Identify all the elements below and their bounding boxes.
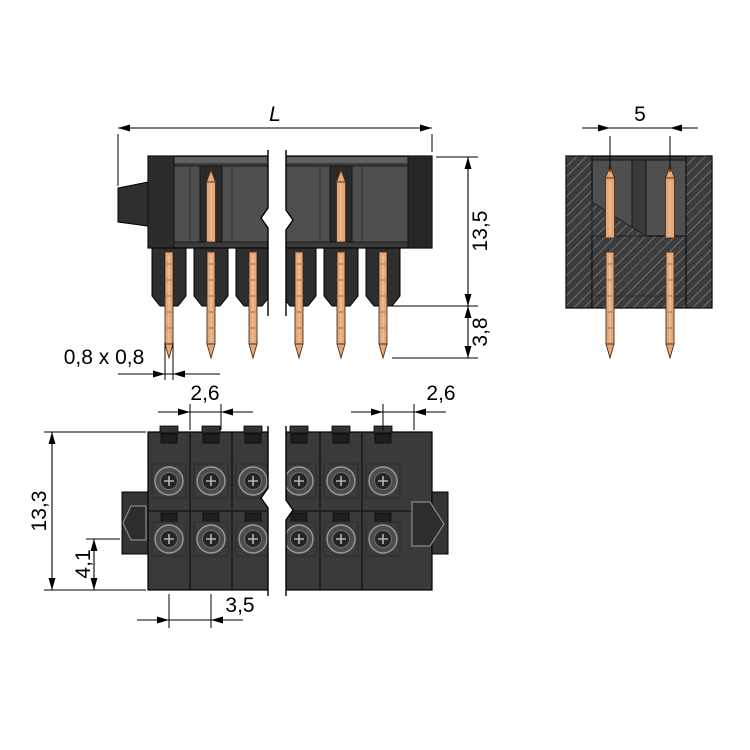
dim-label-offset-right: 2,6 [426, 382, 455, 405]
front-latch [117, 181, 149, 227]
side-upper-pin [664, 165, 676, 239]
dim-label-pin-cross-section: 0,8 x 0,8 [64, 346, 145, 369]
dimension-offset-right: 2,6 [351, 382, 456, 430]
dimension-bottom-height: 13,3 [28, 431, 146, 591]
side-solder-pin [605, 251, 615, 359]
bottom-right-latch-detail [411, 501, 445, 547]
dim-label-housing-height: 13,5 [469, 211, 492, 252]
dimension-contact-spacing: 5 [582, 103, 698, 172]
front-cavity [157, 165, 425, 243]
front-cavity-dividers [189, 166, 363, 242]
front-right-block [407, 155, 433, 249]
side-view [565, 155, 713, 359]
bottom-break-mark [260, 426, 294, 596]
dimension-housing-height: 13,5 [392, 156, 492, 307]
front-upper-pin [335, 169, 347, 243]
dimension-overall-length: L [117, 103, 433, 186]
front-left-block [147, 155, 175, 249]
dim-label-pin-protrusion: 3,8 [469, 317, 492, 346]
bottom-cell-notches [160, 433, 392, 523]
side-right-wall-section [685, 155, 713, 309]
bottom-view [121, 425, 449, 596]
front-housing-top-edge [149, 157, 431, 163]
dimension-pin-cross-section: 0,8 x 0,8 [64, 342, 220, 380]
side-center-wall [631, 159, 647, 237]
dimension-offset-left: 2,6 [158, 382, 253, 430]
dim-label-row-offset: 4,1 [72, 549, 95, 578]
dim-label-offset-left: 2,6 [190, 382, 219, 405]
side-solder-pin [665, 251, 675, 359]
dim-label-length: L [269, 103, 281, 126]
dim-label-contact-spacing: 5 [634, 103, 646, 126]
dimension-row-offset: 4,1 [72, 538, 120, 590]
front-break-mark [260, 150, 294, 316]
front-upper-pin [205, 169, 217, 243]
dimension-pole-pitch: 3,5 [137, 594, 255, 628]
front-view [117, 150, 433, 359]
dim-label-bottom-height: 13,3 [28, 491, 51, 532]
bottom-left-latch-detail [122, 505, 147, 541]
side-upper-pin [604, 165, 616, 239]
side-left-wall-section [565, 155, 593, 309]
dimension-pin-protrusion: 3,8 [392, 306, 492, 359]
dim-label-pole-pitch: 3,5 [225, 594, 254, 617]
